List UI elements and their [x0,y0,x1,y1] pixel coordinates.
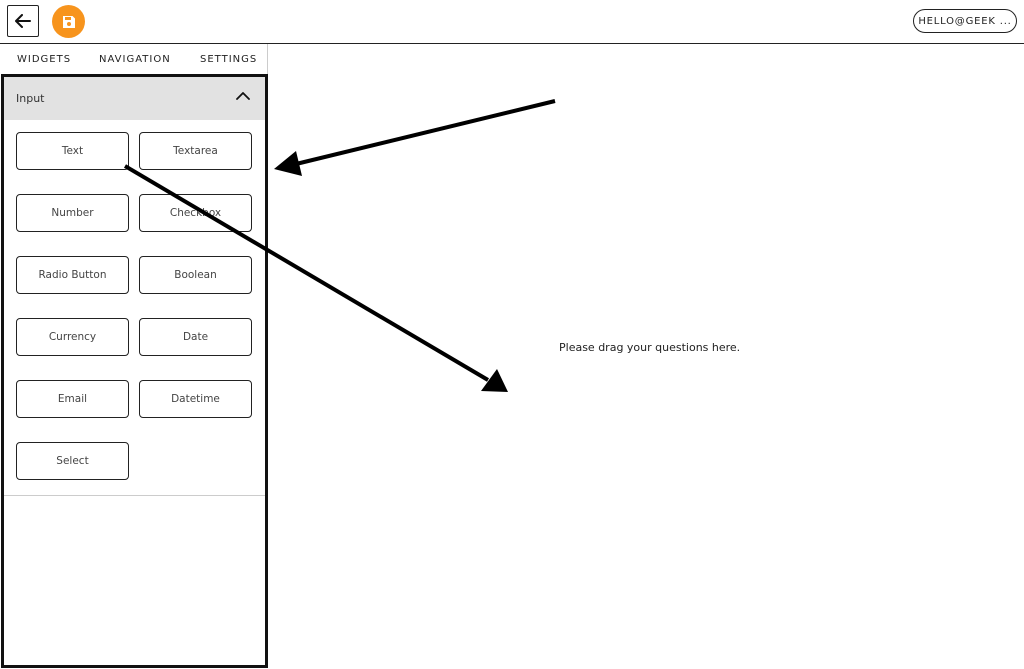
input-widget-list: Text Textarea Number Checkbox Radio Butt… [4,120,265,496]
widget-radio-button[interactable]: Radio Button [16,256,129,294]
top-bar: HELLO@GEEK ... [0,0,1024,44]
floppy-disk-icon [62,15,75,28]
annotation-arrow-icon [274,99,556,176]
widget-boolean[interactable]: Boolean [139,256,252,294]
tab-settings[interactable]: SETTINGS [200,53,258,65]
sidebar-tabs: WIDGETS NAVIGATION SETTINGS [0,44,268,74]
widget-currency[interactable]: Currency [16,318,129,356]
drop-zone-placeholder: Please drag your questions here. [559,341,741,354]
tab-widgets[interactable]: WIDGETS [17,53,72,65]
widget-email[interactable]: Email [16,380,129,418]
widget-datetime[interactable]: Datetime [139,380,252,418]
widget-textarea[interactable]: Textarea [139,132,252,170]
chevron-up-icon[interactable] [236,91,250,100]
arrow-left-icon [15,14,31,28]
widgets-panel: Input Text Textarea Number Checkbox Radi… [1,74,268,668]
input-section-header[interactable]: Input [4,77,265,120]
widget-date[interactable]: Date [139,318,252,356]
widget-select[interactable]: Select [16,442,129,480]
back-button[interactable] [7,5,39,37]
widget-text[interactable]: Text [16,132,129,170]
section-title: Input [16,92,45,105]
tab-navigation[interactable]: NAVIGATION [99,53,171,65]
user-account-button[interactable]: HELLO@GEEK ... [913,9,1017,33]
widget-checkbox[interactable]: Checkbox [139,194,252,232]
widget-number[interactable]: Number [16,194,129,232]
save-button[interactable] [52,5,85,38]
